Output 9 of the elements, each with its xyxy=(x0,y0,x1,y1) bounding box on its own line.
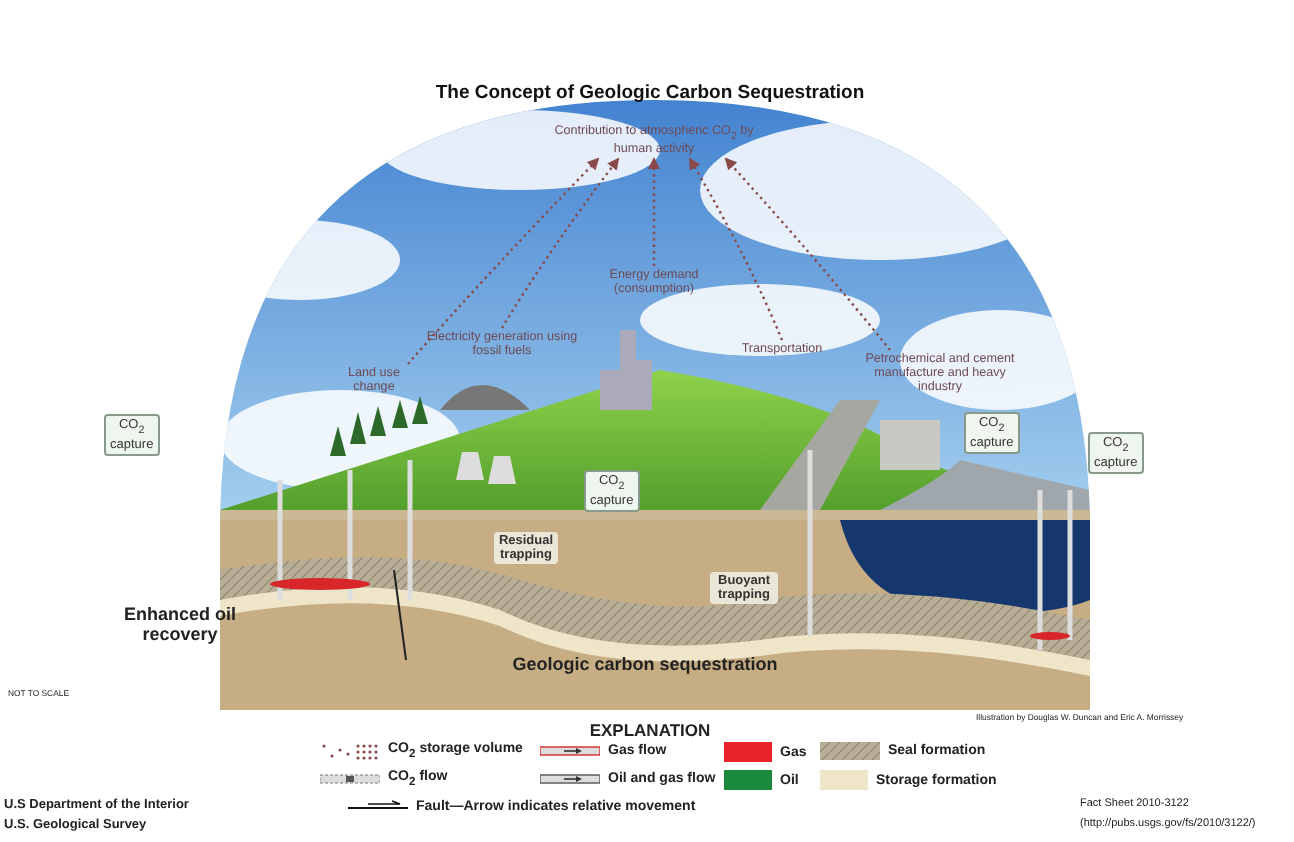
arrow xyxy=(688,157,784,341)
arrow xyxy=(724,157,891,351)
layer-label: Geologic carbon sequestration xyxy=(512,656,778,676)
layer-label: Enhanced oil recovery xyxy=(121,606,238,646)
legend-heading: EXPLANATION xyxy=(589,722,711,741)
arrow xyxy=(407,157,600,365)
arrow xyxy=(648,157,660,266)
diagram-title: The Concept of Geologic Carbon Sequestration xyxy=(433,82,867,104)
arrow xyxy=(500,157,620,329)
